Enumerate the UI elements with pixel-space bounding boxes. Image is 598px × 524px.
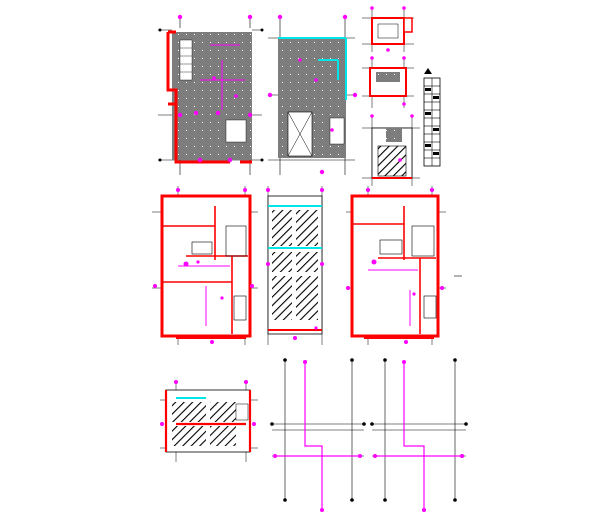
section-bottom-left [160,380,258,462]
grid-plan-bottom-center [270,358,366,512]
detail-small-b [362,56,414,108]
grid-plan-bottom-right [370,358,468,512]
section-middle-center [266,186,324,345]
floor-plan-top-center [267,14,358,175]
floor-plan-middle-left [152,186,258,345]
detail-small-a [362,6,414,52]
floor-plan-top-left [158,14,264,175]
floor-plan-middle-right [346,186,462,345]
schedule-table [423,68,441,167]
detail-small-c [362,114,420,186]
